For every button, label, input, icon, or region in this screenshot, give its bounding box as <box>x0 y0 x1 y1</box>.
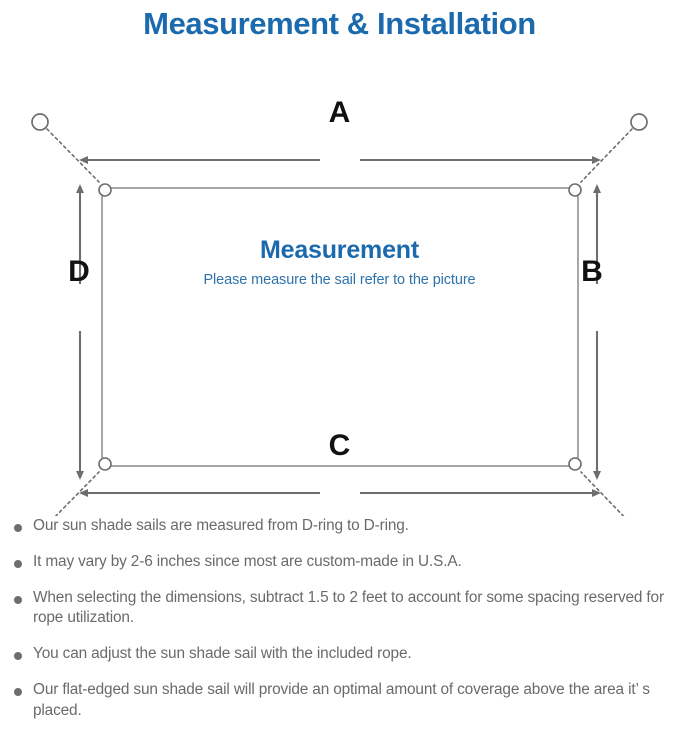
note-text: Our flat-edged sun shade sail will provi… <box>33 680 650 719</box>
list-item: Our sun shade sails are measured from D-… <box>14 516 669 537</box>
bullet-icon <box>14 524 22 532</box>
anchor-ring-top-right <box>630 113 648 131</box>
bullet-icon <box>14 559 22 568</box>
anchor-ring-top-left <box>31 113 49 131</box>
diagram-center-caption: Measurement Please measure the sail refe… <box>0 236 679 288</box>
note-text: You can adjust the sun shade sail with t… <box>33 645 412 663</box>
anchor-rings <box>31 113 648 131</box>
list-item: Our flat-edged sun shade sail will provi… <box>14 680 669 722</box>
rope-line-bottom-right <box>580 471 625 516</box>
list-item: You can adjust the sun shade sail with t… <box>14 644 669 665</box>
note-text: When selecting the dimensions, subtract … <box>33 588 664 627</box>
sail-body <box>101 187 579 467</box>
d-ring-top-right <box>568 183 582 197</box>
diagram-center-title: Measurement <box>260 236 419 264</box>
dimension-label-a: A <box>328 96 351 129</box>
list-item: It may vary by 2-6 inches since most are… <box>14 552 669 573</box>
bullet-icon <box>14 595 22 604</box>
diagram-svg <box>31 113 648 516</box>
diagram-center-subtitle: Please measure the sail refer to the pic… <box>203 271 476 288</box>
dimension-label-c: C <box>328 429 351 462</box>
rope-line-top-left <box>46 128 100 183</box>
page-title-bar: Measurement & Installation <box>0 0 679 46</box>
notes-list: Our sun shade sails are measured from D-… <box>0 516 679 722</box>
rope-lines <box>46 128 633 516</box>
rope-line-bottom-left <box>54 471 100 516</box>
bullet-icon <box>14 687 22 696</box>
list-item: When selecting the dimensions, subtract … <box>14 588 669 630</box>
dimension-label-b: B <box>581 255 603 288</box>
d-ring-bottom-right <box>568 457 582 471</box>
bullet-icon <box>14 652 22 661</box>
rope-line-top-right <box>580 128 633 183</box>
note-text: It may vary by 2-6 inches since most are… <box>33 552 462 570</box>
page-title: Measurement & Installation <box>143 6 536 41</box>
d-ring-top-left <box>98 183 112 197</box>
d-ring-bottom-left <box>98 457 112 471</box>
dimension-label-d: D <box>68 255 90 288</box>
note-text: Our sun shade sails are measured from D-… <box>33 517 409 534</box>
d-rings <box>98 183 582 471</box>
sail-measurement-diagram: A B C D Measurement Please measure the s… <box>0 46 679 516</box>
